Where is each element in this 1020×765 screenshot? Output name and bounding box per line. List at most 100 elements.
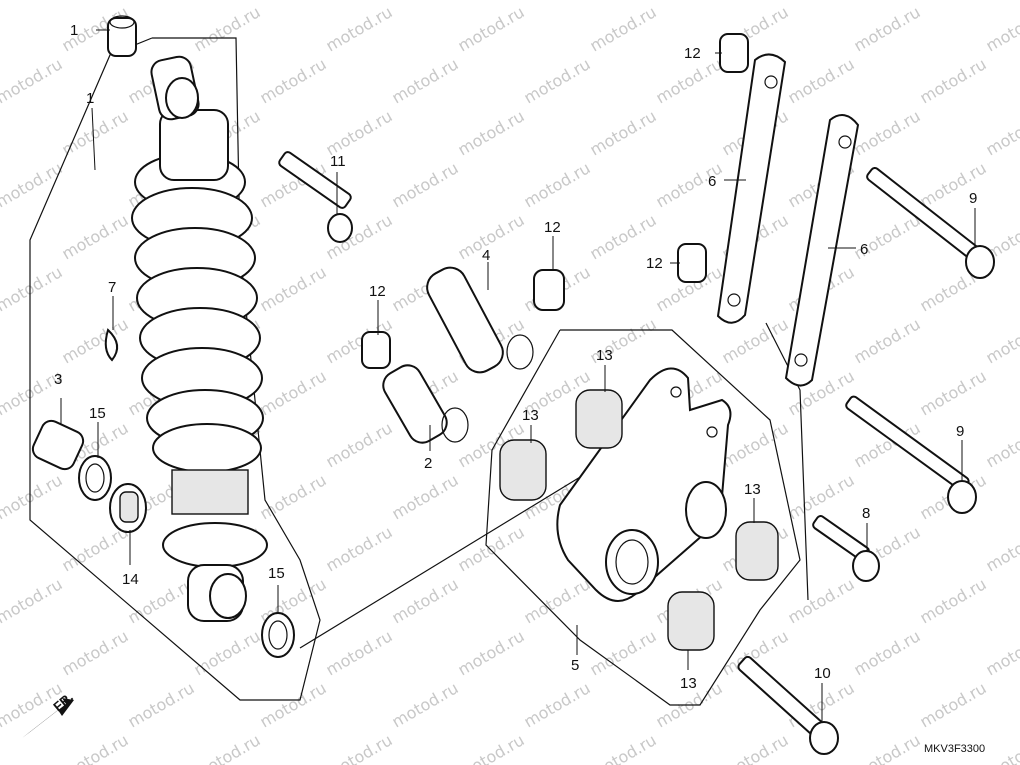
watermark-text: motod.ru xyxy=(389,574,462,627)
clip-7[interactable] xyxy=(104,328,119,362)
watermark-text: motod.ru xyxy=(587,730,660,765)
watermark-text: motod.ru xyxy=(59,210,132,263)
bolt-9-lower[interactable] xyxy=(845,395,977,514)
watermark-text: motod.ru xyxy=(125,0,198,3)
callout-9: 9 xyxy=(956,423,964,440)
bolt-8[interactable] xyxy=(812,514,880,582)
watermark-text: motod.ru xyxy=(0,262,66,315)
watermark-text: motod.ru xyxy=(0,0,66,3)
collar-4[interactable] xyxy=(422,262,534,378)
nut-12-mid-right[interactable] xyxy=(533,269,565,311)
callout-12: 12 xyxy=(544,219,561,236)
callout-14: 14 xyxy=(122,571,139,588)
watermark-text: motod.ru xyxy=(0,158,66,211)
watermark-text: motod.ru xyxy=(851,730,924,765)
callout-10: 10 xyxy=(814,665,831,682)
bearing-13-d[interactable] xyxy=(667,591,715,651)
watermark-text: motod.ru xyxy=(587,2,660,55)
diagram-code: MKV3F3300 xyxy=(924,743,985,755)
callout-12: 1 xyxy=(70,22,78,39)
cushion-arm-5[interactable] xyxy=(556,367,732,602)
watermark-text: motod.ru xyxy=(125,678,198,731)
callout-6: 6 xyxy=(860,241,868,258)
watermark-text: motod.ru xyxy=(521,158,594,211)
watermark-text: motod.ru xyxy=(257,366,330,419)
nut-12-rod-right[interactable] xyxy=(677,243,707,283)
watermark-text: motod.ru xyxy=(257,262,330,315)
watermark-text: motod.ru xyxy=(983,106,1020,159)
callout-15: 15 xyxy=(89,405,106,422)
callout-11: 11 xyxy=(330,153,346,170)
watermark-text: motod.ru xyxy=(983,730,1020,765)
watermark-text: motod.ru xyxy=(917,366,990,419)
callout-12: 12 xyxy=(369,283,386,300)
callout-6: 6 xyxy=(708,173,716,190)
watermark-text: motod.ru xyxy=(917,574,990,627)
bearing-13-a[interactable] xyxy=(575,389,623,449)
watermark-text: motod.ru xyxy=(851,626,924,679)
watermark-text: motod.ru xyxy=(521,0,594,3)
watermark-text: motod.ru xyxy=(917,54,990,107)
watermark-text: motod.ru xyxy=(59,730,132,765)
collar-3[interactable] xyxy=(30,418,87,473)
watermark-text: motod.ru xyxy=(59,626,132,679)
watermark-text: motod.ru xyxy=(455,2,528,55)
dust-seal-15b[interactable] xyxy=(261,612,295,658)
collar-2[interactable] xyxy=(378,360,469,448)
watermark-text: motod.ru xyxy=(521,54,594,107)
watermark-text: motod.ru xyxy=(917,158,990,211)
dust-seal-15a[interactable] xyxy=(78,455,112,501)
watermark-text: motod.ru xyxy=(587,106,660,159)
watermark-text: motod.ru xyxy=(455,626,528,679)
nut-12-top-left[interactable] xyxy=(107,15,137,57)
callout-13: 13 xyxy=(744,481,761,498)
shock-upper-body xyxy=(159,109,229,181)
watermark-text: motod.ru xyxy=(0,574,66,627)
watermark-text: motod.ru xyxy=(521,678,594,731)
watermark-text: motod.ru xyxy=(851,2,924,55)
watermark-text: motod.ru xyxy=(719,730,792,765)
watermark-text: motod.ru xyxy=(323,418,396,471)
nut-12-mid-left[interactable] xyxy=(361,331,391,369)
watermark-text: motod.ru xyxy=(983,418,1020,471)
callout-5: 5 xyxy=(571,657,579,674)
cushion-connecting-rod-6b[interactable] xyxy=(784,114,860,387)
bolt-10[interactable] xyxy=(737,655,839,755)
watermark-text: motod.ru xyxy=(323,2,396,55)
callout-7: 7 xyxy=(108,279,116,296)
nut-12-top-right[interactable] xyxy=(719,33,749,73)
callout-8: 8 xyxy=(862,505,870,522)
shock-bottom-eye-hole xyxy=(209,573,247,619)
callout-15: 15 xyxy=(268,565,285,582)
watermark-text: motod.ru xyxy=(455,106,528,159)
callout-13: 13 xyxy=(596,347,613,364)
bearing-13-b[interactable] xyxy=(499,439,547,501)
watermark-text: motod.ru xyxy=(257,678,330,731)
spring-coils xyxy=(131,153,264,473)
watermark-text: motod.ru xyxy=(983,314,1020,367)
watermark-text: motod.ru xyxy=(653,0,726,3)
watermark-text: motod.ru xyxy=(521,574,594,627)
cushion-connecting-rod-6a[interactable] xyxy=(716,53,787,324)
bearing-14[interactable] xyxy=(109,483,147,533)
bearing-13-c[interactable] xyxy=(735,521,779,581)
watermark-text: motod.ru xyxy=(389,678,462,731)
callout-12: 12 xyxy=(646,255,663,272)
watermark-text: motod.ru xyxy=(257,470,330,523)
shock-absorber-assembly[interactable] xyxy=(131,54,268,622)
watermark-text: motod.ru xyxy=(917,678,990,731)
watermark-text: motod.ru xyxy=(785,54,858,107)
watermark-text: motod.ru xyxy=(323,626,396,679)
callout-labels: 1 xyxy=(70,22,78,39)
watermark-text: motod.ru xyxy=(191,730,264,765)
bolt-9-upper[interactable] xyxy=(866,166,995,279)
callout-1: 1 xyxy=(86,90,94,107)
shock-body-cylinder xyxy=(171,469,249,515)
watermark-text: motod.ru xyxy=(323,106,396,159)
watermark-text: motod.ru xyxy=(389,470,462,523)
bolt-11[interactable] xyxy=(278,151,353,243)
watermark-text: motod.ru xyxy=(719,418,792,471)
